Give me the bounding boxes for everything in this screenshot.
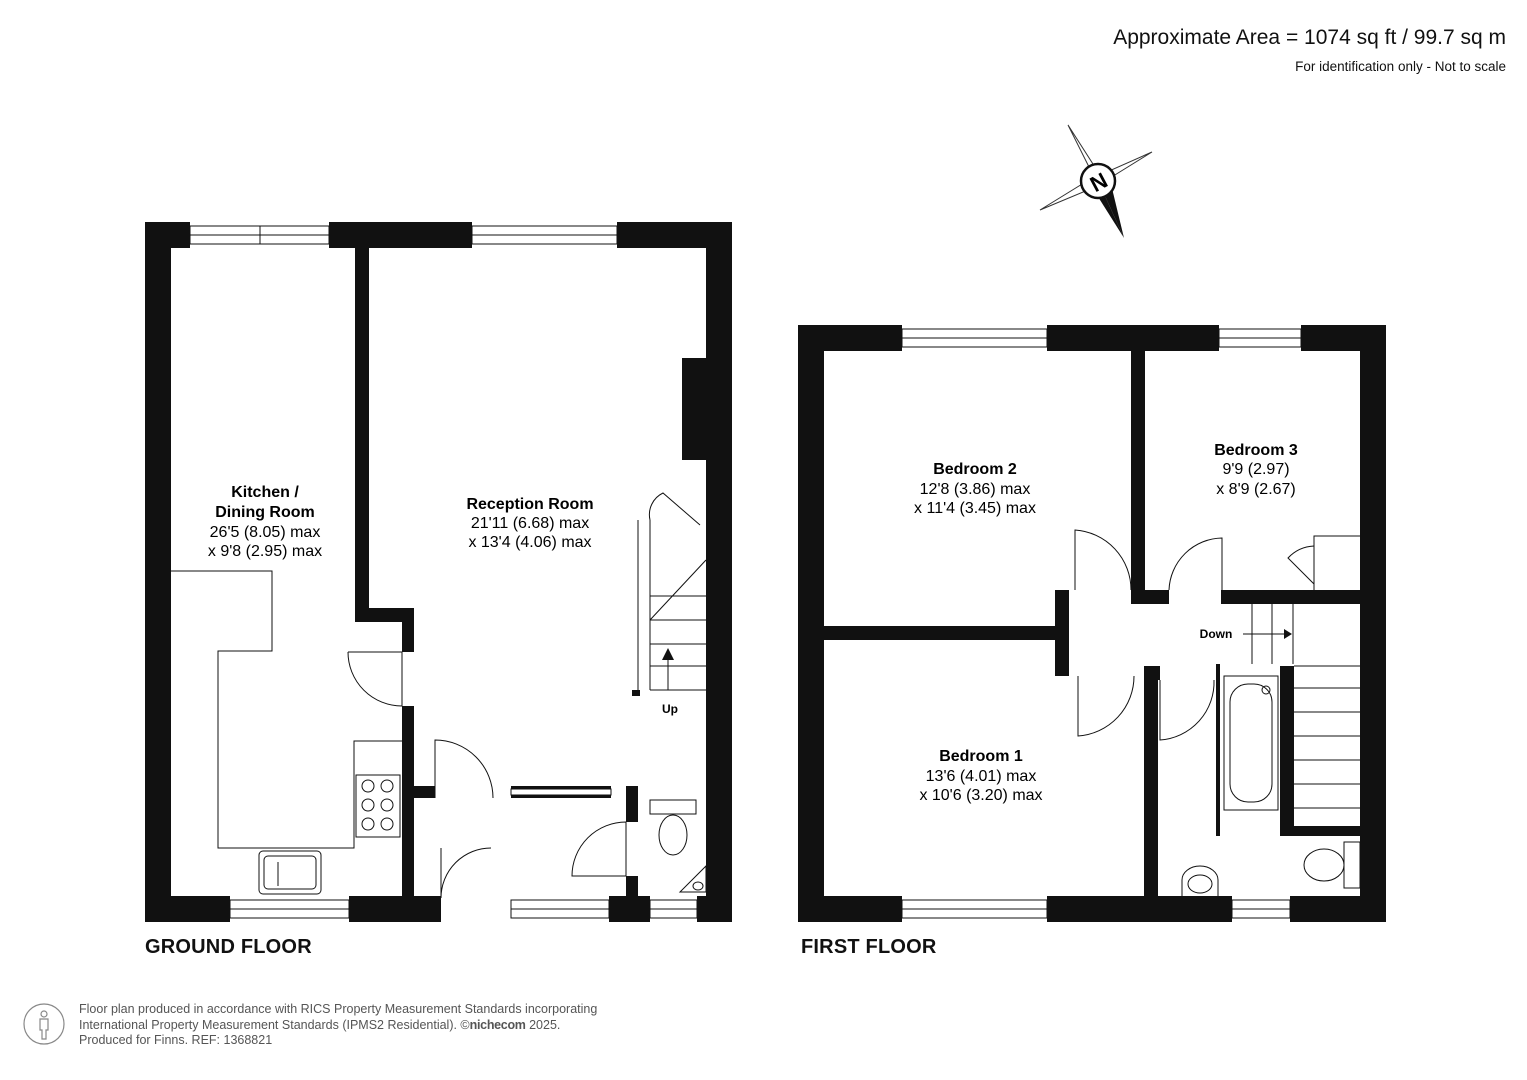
stairs-up-arrow-icon — [662, 648, 674, 660]
ground-floor-label: GROUND FLOOR — [145, 936, 312, 958]
bedroom1-dim-width: x 10'6 (3.20) max — [919, 787, 1042, 804]
north-compass-icon: N — [1039, 124, 1153, 238]
scale-disclaimer: For identification only - Not to scale — [1295, 59, 1506, 74]
footer-line1: Floor plan produced in accordance with R… — [79, 1002, 598, 1016]
first-floor-plan — [798, 325, 1386, 922]
bedroom2-dim-length: 12'8 (3.86) max — [920, 481, 1031, 498]
footer-brand: nichecom — [469, 1017, 526, 1032]
bedroom3-name: Bedroom 3 — [1214, 442, 1298, 459]
bedroom3-dim-width: x 8'9 (2.67) — [1216, 481, 1296, 498]
bedroom3-dim-length: 9'9 (2.97) — [1222, 461, 1289, 478]
approximate-area: Approximate Area = 1074 sq ft / 99.7 sq … — [1113, 26, 1506, 49]
reception-room-dim-width: x 13'4 (4.06) max — [468, 534, 591, 551]
bedroom2-name: Bedroom 2 — [933, 461, 1017, 478]
stairs-down-arrow-icon — [1284, 629, 1292, 639]
stairs-up-label: Up — [662, 702, 678, 716]
footer-disclaimer: Floor plan produced in accordance with R… — [79, 1002, 597, 1049]
footer-line2-suffix: 2025. — [525, 1017, 561, 1032]
person-scale-icon — [23, 1003, 65, 1045]
ground-floor-fittings — [171, 492, 707, 899]
footer-line2: International Property Measurement Stand… — [79, 1018, 597, 1034]
bedroom1-dim-length: 13'6 (4.01) max — [926, 768, 1037, 785]
ground-floor-plan — [145, 222, 732, 922]
bedroom2-dim-width: x 11'4 (3.45) max — [914, 500, 1036, 517]
kitchen-name-line1: Kitchen / — [231, 484, 299, 501]
first-floor-fittings — [1074, 529, 1361, 896]
stairs-down-label: Down — [1200, 627, 1233, 641]
reception-room-dim-length: 21'11 (6.68) max — [471, 515, 589, 532]
kitchen-name-line2: Dining Room — [215, 504, 315, 521]
footer-line3: Produced for Finns. REF: 1368821 — [79, 1033, 273, 1047]
bedroom1-name: Bedroom 1 — [939, 748, 1023, 765]
ground-floor-windows — [189, 225, 698, 919]
reception-room-name: Reception Room — [466, 496, 593, 513]
first-floor-label: FIRST FLOOR — [801, 936, 937, 958]
first-floor-windows — [901, 328, 1302, 919]
kitchen-dim-width: x 9'8 (2.95) max — [208, 543, 322, 560]
kitchen-dim-length: 26'5 (8.05) max — [210, 524, 321, 541]
footer-line2-prefix: International Property Measurement Stand… — [79, 1017, 470, 1032]
